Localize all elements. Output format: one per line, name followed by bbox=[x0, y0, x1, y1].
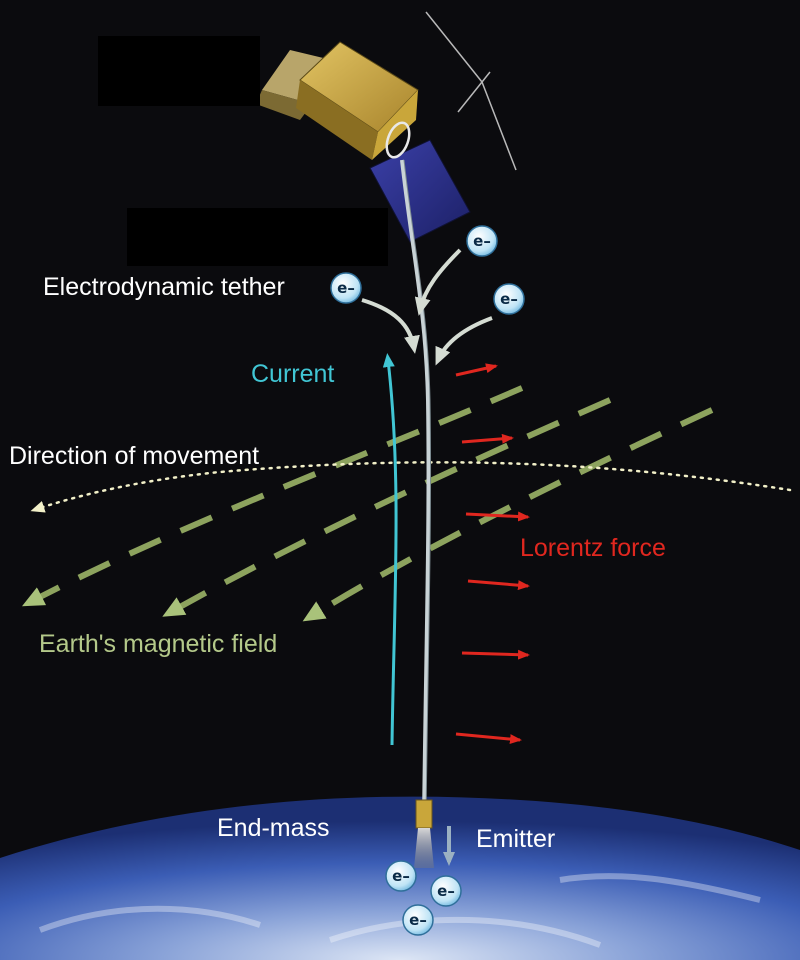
electron-symbol: e– bbox=[437, 882, 455, 900]
direction-arrow bbox=[30, 461, 792, 513]
satellite bbox=[256, 41, 471, 243]
solar-panel bbox=[369, 139, 471, 243]
electron: e– bbox=[330, 272, 362, 304]
electron-symbol: e– bbox=[473, 232, 491, 250]
electron: e– bbox=[385, 860, 417, 892]
redaction-box bbox=[98, 36, 260, 106]
current-arrow bbox=[382, 353, 398, 746]
lorentz-arrow bbox=[465, 511, 530, 522]
magnetic-field-label: Earth's magnetic field bbox=[39, 630, 277, 658]
lorentz-arrow bbox=[461, 433, 514, 444]
end-mass bbox=[414, 799, 434, 868]
electron-symbol: e– bbox=[409, 911, 427, 929]
tether-label: Electrodynamic tether bbox=[43, 273, 285, 301]
redaction-box bbox=[127, 208, 388, 266]
field-line-2 bbox=[162, 397, 612, 617]
lorentz-arrow bbox=[455, 732, 522, 745]
lorentz-force-arrows bbox=[455, 363, 530, 745]
electron: e– bbox=[430, 875, 462, 907]
field-line-3 bbox=[302, 407, 714, 622]
electron-symbol: e– bbox=[392, 867, 410, 885]
lorentz-arrow bbox=[467, 579, 530, 591]
magnetic-field-lines bbox=[21, 385, 714, 622]
tether-line bbox=[400, 159, 431, 821]
electrons: e– e– e– e– e– e– bbox=[330, 225, 525, 936]
field-line-1 bbox=[21, 385, 524, 607]
lorentz-arrow bbox=[455, 363, 498, 377]
emitter-label: Emitter bbox=[476, 825, 555, 853]
electron-collection-arrows bbox=[361, 248, 493, 366]
electron-symbol: e– bbox=[337, 279, 355, 297]
current-label: Current bbox=[251, 360, 334, 388]
lorentz-arrow bbox=[461, 649, 530, 660]
electron: e– bbox=[466, 225, 498, 257]
electron: e– bbox=[402, 904, 434, 936]
electron-symbol: e– bbox=[500, 290, 518, 308]
antenna bbox=[425, 11, 517, 171]
end-mass-label: End-mass bbox=[217, 814, 330, 842]
electron: e– bbox=[493, 283, 525, 315]
direction-label: Direction of movement bbox=[9, 442, 259, 470]
lorentz-label: Lorentz force bbox=[520, 534, 666, 562]
